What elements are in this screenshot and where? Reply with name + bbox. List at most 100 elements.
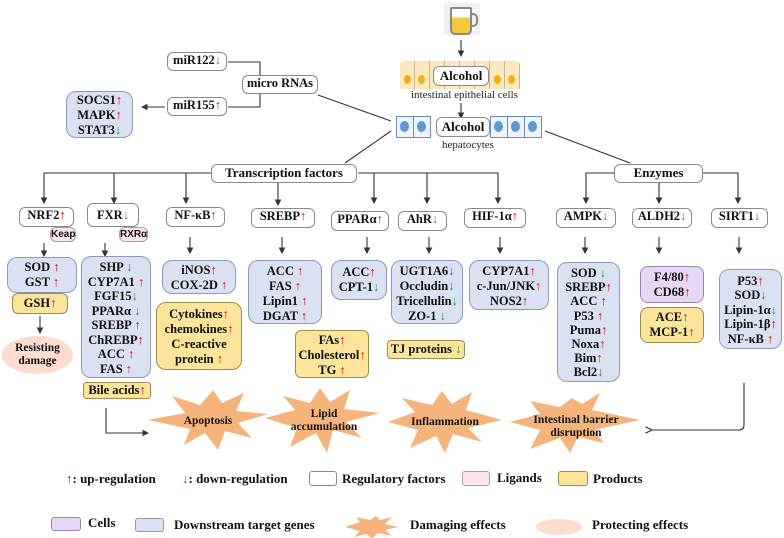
damage-star-inflammation xyxy=(388,391,502,453)
up-arrow-icon: ↑ xyxy=(138,274,145,289)
gene-acc: ACC xyxy=(342,265,370,279)
ahr-box: AhR↓ xyxy=(398,211,447,231)
ahr-name: AhR xyxy=(406,212,432,226)
gene-sod: SOD xyxy=(734,288,761,303)
product-tg: TG xyxy=(318,363,337,377)
bile-acids-product-box: Bile acids↑ xyxy=(83,382,151,399)
legend-damaging-label: Damaging effects xyxy=(410,517,506,532)
beer-mug-icon xyxy=(444,3,480,35)
up-arrow-icon: ↑ xyxy=(683,270,691,284)
down-arrow-icon: ↓ xyxy=(182,471,189,486)
mir122-name: miR122 xyxy=(173,53,215,67)
gene-zo1: ZO-1 xyxy=(408,309,437,323)
up-arrow-icon: ↑ xyxy=(53,260,60,274)
up-arrow-icon: ↑ xyxy=(521,294,529,308)
up-arrow-icon: ↑ xyxy=(296,264,304,278)
legend-products-label: Products xyxy=(593,471,643,486)
resisting-damage-label: Resisting damage xyxy=(15,342,60,367)
up-arrow-icon: ↑ xyxy=(770,317,777,332)
up-arrow-icon: ↑ xyxy=(139,383,146,397)
gene-acc: ACC xyxy=(570,294,598,309)
gene-cox2d: COX-2D xyxy=(170,278,218,292)
gene-sod: SOD xyxy=(24,260,51,274)
up-arrow-icon: ↑ xyxy=(50,296,57,310)
down-arrow-icon: ↓ xyxy=(451,294,458,308)
product-cytokines: Cytokines xyxy=(169,307,223,321)
gene-fas: FAS xyxy=(268,279,292,293)
down-arrow-icon: ↓ xyxy=(599,266,607,280)
inflammation-label: Inflammation xyxy=(411,416,479,428)
gene-inos: iNOS xyxy=(181,263,211,277)
fxr-genes-box: SHP ↓ CYP7A1 ↑ FGF15↓ PPARα ↓ SREBP ↑ Ch… xyxy=(81,256,151,378)
down-arrow-icon: ↓ xyxy=(439,309,446,323)
up-arrow-icon: ↑ xyxy=(227,322,234,336)
rxra-ligand: RXRα xyxy=(119,227,148,242)
mir155-box: miR155↑ xyxy=(167,97,227,116)
product-gsh: GSH xyxy=(23,296,51,310)
up-arrow-icon: ↑ xyxy=(216,352,224,366)
gene-nos2: NOS2 xyxy=(489,294,522,308)
nfkb-products-box: Cytokines↑ chemokines↑ C-reactive protei… xyxy=(156,302,242,370)
product-c-reactive: C-reactive xyxy=(171,337,227,351)
down-arrow-icon: ↓ xyxy=(770,302,777,317)
hif1a-name: HIF-1α xyxy=(472,209,512,223)
up-arrow-icon: ↑ xyxy=(125,361,133,376)
up-arrow-icon: ↑ xyxy=(134,318,141,332)
up-arrow-icon: ↑ xyxy=(600,294,607,309)
down-arrow-icon: ↓ xyxy=(760,288,767,303)
up-arrow-icon: ↑ xyxy=(597,308,604,323)
nfkb-genes-box: iNOS↑ COX-2D ↑ xyxy=(162,260,236,294)
gene-p53: P53 xyxy=(737,274,758,288)
ppara-genes-box: ACC↑ CPT-1↓ xyxy=(331,260,387,300)
up-arrow-icon: ↑ xyxy=(301,294,308,308)
ampk-name: AMPK xyxy=(563,209,602,223)
gene-srebp: SREBP xyxy=(565,280,606,295)
gene-fas: FAS xyxy=(99,361,123,376)
legend-down: ↓: down-regulation xyxy=(182,471,288,486)
product-chemokines: chemokines xyxy=(164,322,228,336)
up-arrow-icon: ↑ xyxy=(300,209,307,223)
up-arrow-icon: ↑ xyxy=(369,265,376,279)
gene-cpt1: CPT-1 xyxy=(338,280,373,294)
hepatocyte-row xyxy=(396,116,544,138)
aldh2-box: ALDH2↓ xyxy=(632,208,692,228)
aldh2-cells-box: F4/80↑ CD68↑ xyxy=(640,266,704,303)
alcohol-liver-label: Alcohol xyxy=(436,117,490,137)
legend-regulatory-label: Regulatory factors xyxy=(342,471,446,486)
up-arrow-icon: ↑ xyxy=(601,322,608,337)
mir155-targets-box: SOCS1↑ MAPK↑ STAT3↓ xyxy=(66,91,133,138)
legend-cells-swatch xyxy=(51,517,81,531)
line-liver-tf xyxy=(344,130,392,164)
gene-stat3: STAT3 xyxy=(77,123,115,137)
up-arrow-icon: ↑ xyxy=(339,363,346,377)
legend-protecting-label: Protecting effects xyxy=(592,517,689,532)
legend-cells-label: Cells xyxy=(88,515,116,530)
up-arrow-icon: ↑ xyxy=(115,108,122,122)
sirt1-box: SIRT1↓ xyxy=(711,208,768,228)
ampk-genes-box: SOD ↓ SREBP↑ ACC ↑ P53 ↑ Puma↑ Noxa↑ Bim… xyxy=(557,262,620,382)
up-arrow-icon: ↑ xyxy=(511,209,518,223)
fxr-name: FXR xyxy=(97,208,123,222)
aldh2-products-box: ACE↑ MCP-1↑ xyxy=(640,307,704,343)
micro-rnas-box: micro RNAs xyxy=(242,75,318,94)
up-arrow-icon: ↑ xyxy=(66,471,73,486)
transcription-factors-box: Transcription factors xyxy=(211,164,357,183)
up-arrow-icon: ↑ xyxy=(52,275,60,289)
gene-noxa: Noxa xyxy=(571,337,600,352)
gene-lipin1a: Lipin-1α xyxy=(724,302,771,317)
down-arrow-icon: ↓ xyxy=(680,209,687,223)
gene-bcl2: Bcl2 xyxy=(573,365,598,380)
up-arrow-icon: ↑ xyxy=(529,264,536,278)
nrf2-box: NRF2↑ xyxy=(19,207,74,227)
mir155-name: miR155 xyxy=(173,98,215,112)
cell-f480: F4/80 xyxy=(653,270,684,284)
gene-lipin1b: Lipin-1β xyxy=(724,317,771,332)
product-fas: FAs xyxy=(318,333,340,347)
gene-socs1: SOCS1 xyxy=(76,93,116,107)
up-arrow-icon: ↑ xyxy=(535,279,542,293)
gene-ppara: PPARα xyxy=(91,303,131,318)
gene-ugt1a6: UGT1A6 xyxy=(399,264,449,278)
up-arrow-icon: ↑ xyxy=(210,263,217,277)
